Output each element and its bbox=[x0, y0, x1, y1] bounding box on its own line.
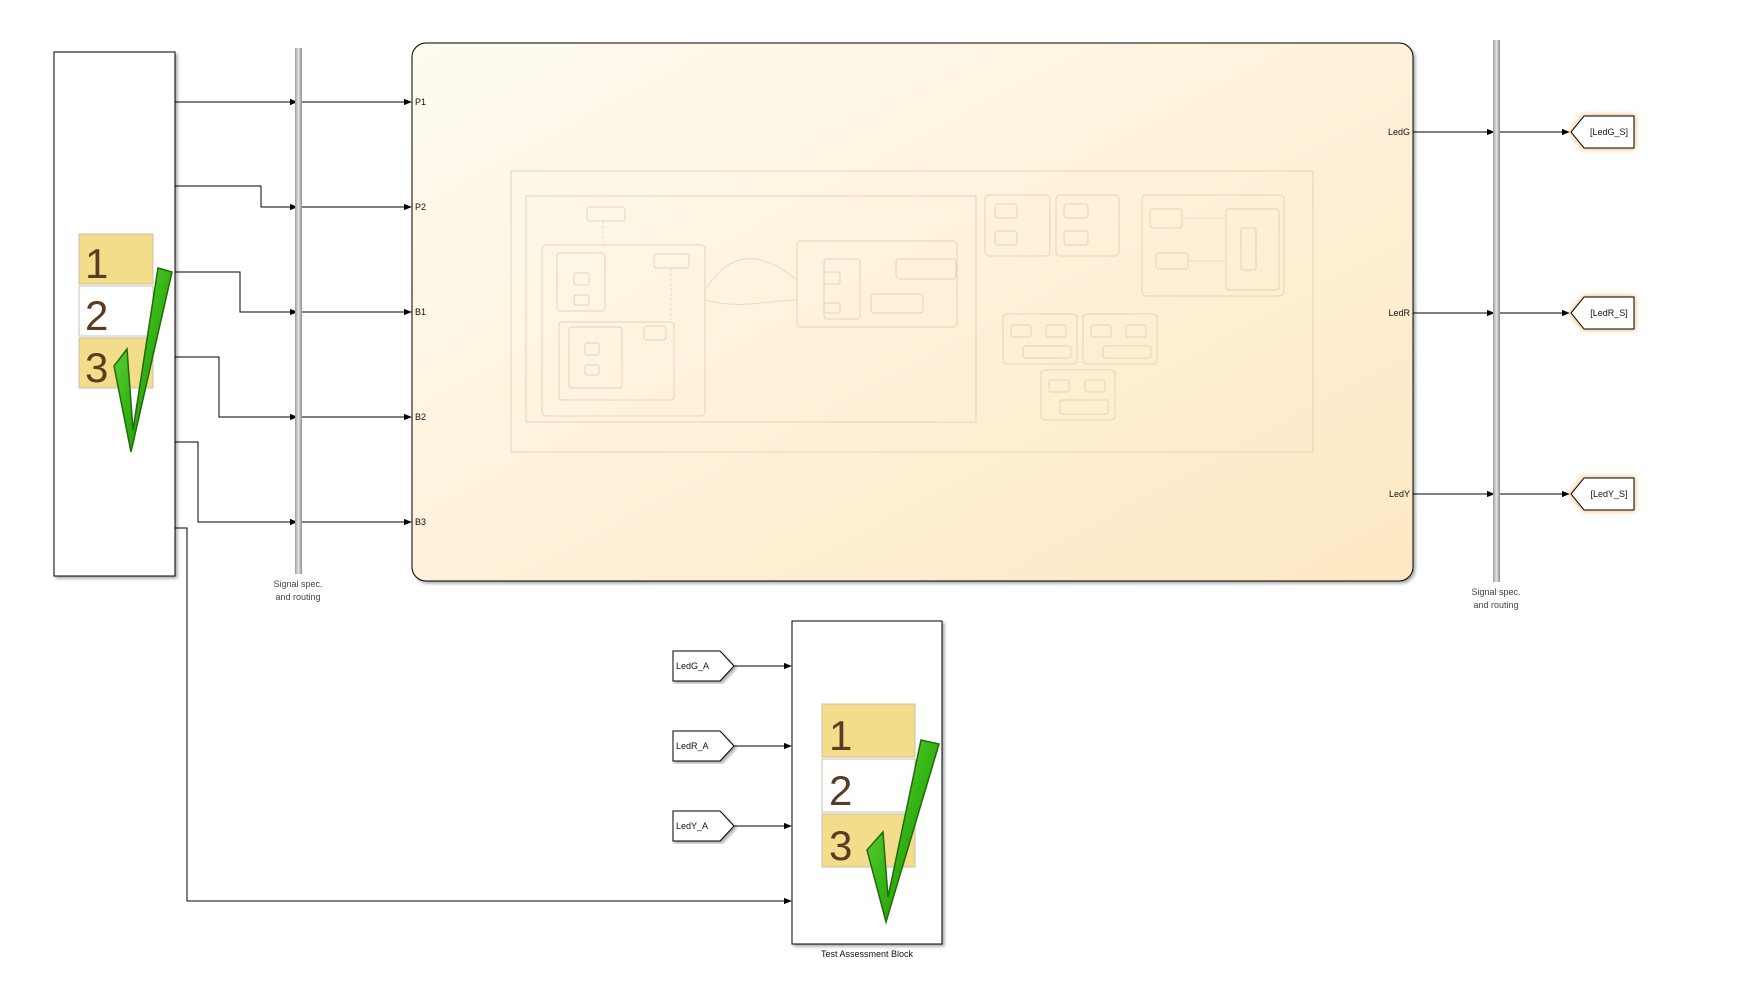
stateflow-chart-block[interactable]: P1 P2 B1 B2 B3 LedG LedR LedY bbox=[411, 42, 1414, 582]
left-bus-caption-1: Signal spec. bbox=[273, 579, 322, 589]
from-tag-ledy: LedY_A bbox=[676, 821, 708, 831]
chart-output-port-ledy: LedY bbox=[1389, 489, 1410, 499]
goto-block-ledr[interactable]: [LedR_S] bbox=[1570, 296, 1635, 330]
goto-tag-ledg: [LedG_S] bbox=[1590, 127, 1628, 137]
test-assessment-icon: 1 2 3 bbox=[821, 703, 940, 925]
goto-block-ledy[interactable]: [LedY_S] bbox=[1570, 477, 1635, 511]
assessment-icon-row-3: 3 bbox=[829, 822, 852, 869]
from-tag-ledg: LedG_A bbox=[676, 661, 709, 671]
input-wires bbox=[175, 98, 792, 905]
output-wires bbox=[1413, 128, 1570, 498]
right-signal-bus[interactable]: Signal spec. and routing bbox=[1471, 40, 1521, 610]
test-sequence-block[interactable]: 1 2 3 bbox=[53, 51, 176, 577]
icon-row-2: 2 bbox=[85, 292, 108, 339]
chart-input-port-b1: B1 bbox=[415, 307, 426, 317]
right-bus-caption-1: Signal spec. bbox=[1471, 587, 1520, 597]
chart-input-port-p1: P1 bbox=[415, 97, 426, 107]
chart-output-port-ledg: LedG bbox=[1388, 127, 1410, 137]
chart-input-port-p2: P2 bbox=[415, 202, 426, 212]
chart-thumbnail bbox=[510, 170, 1314, 453]
assessment-wires bbox=[734, 662, 792, 830]
chart-input-port-b3: B3 bbox=[415, 517, 426, 527]
checkmark-icon bbox=[113, 267, 173, 453]
checkmark-icon bbox=[866, 739, 940, 925]
from-block-ledr[interactable]: LedR_A bbox=[672, 730, 735, 762]
assessment-icon-row-2: 2 bbox=[829, 767, 852, 814]
assessment-icon-row-1: 1 bbox=[829, 712, 852, 759]
left-signal-bus[interactable]: Signal spec. and routing bbox=[273, 48, 323, 602]
test-assessment-caption: Test Assessment Block bbox=[821, 949, 914, 959]
chart-input-port-b2: B2 bbox=[415, 412, 426, 422]
chart-output-port-ledr: LedR bbox=[1388, 308, 1410, 318]
left-bus-caption-2: and routing bbox=[275, 592, 320, 602]
icon-row-1: 1 bbox=[85, 240, 108, 287]
from-tag-ledr: LedR_A bbox=[676, 741, 709, 751]
goto-tag-ledr: [LedR_S] bbox=[1590, 308, 1628, 318]
right-bus-caption-2: and routing bbox=[1473, 600, 1518, 610]
goto-block-ledg[interactable]: [LedG_S] bbox=[1570, 115, 1635, 149]
test-assessment-block[interactable]: 1 2 3 Test Assessment Block bbox=[791, 620, 943, 959]
from-block-ledy[interactable]: LedY_A bbox=[672, 810, 735, 842]
icon-row-3: 3 bbox=[85, 344, 108, 391]
from-block-ledg[interactable]: LedG_A bbox=[672, 650, 735, 682]
goto-tag-ledy: [LedY_S] bbox=[1590, 489, 1627, 499]
test-sequence-icon: 1 2 3 bbox=[78, 233, 173, 453]
